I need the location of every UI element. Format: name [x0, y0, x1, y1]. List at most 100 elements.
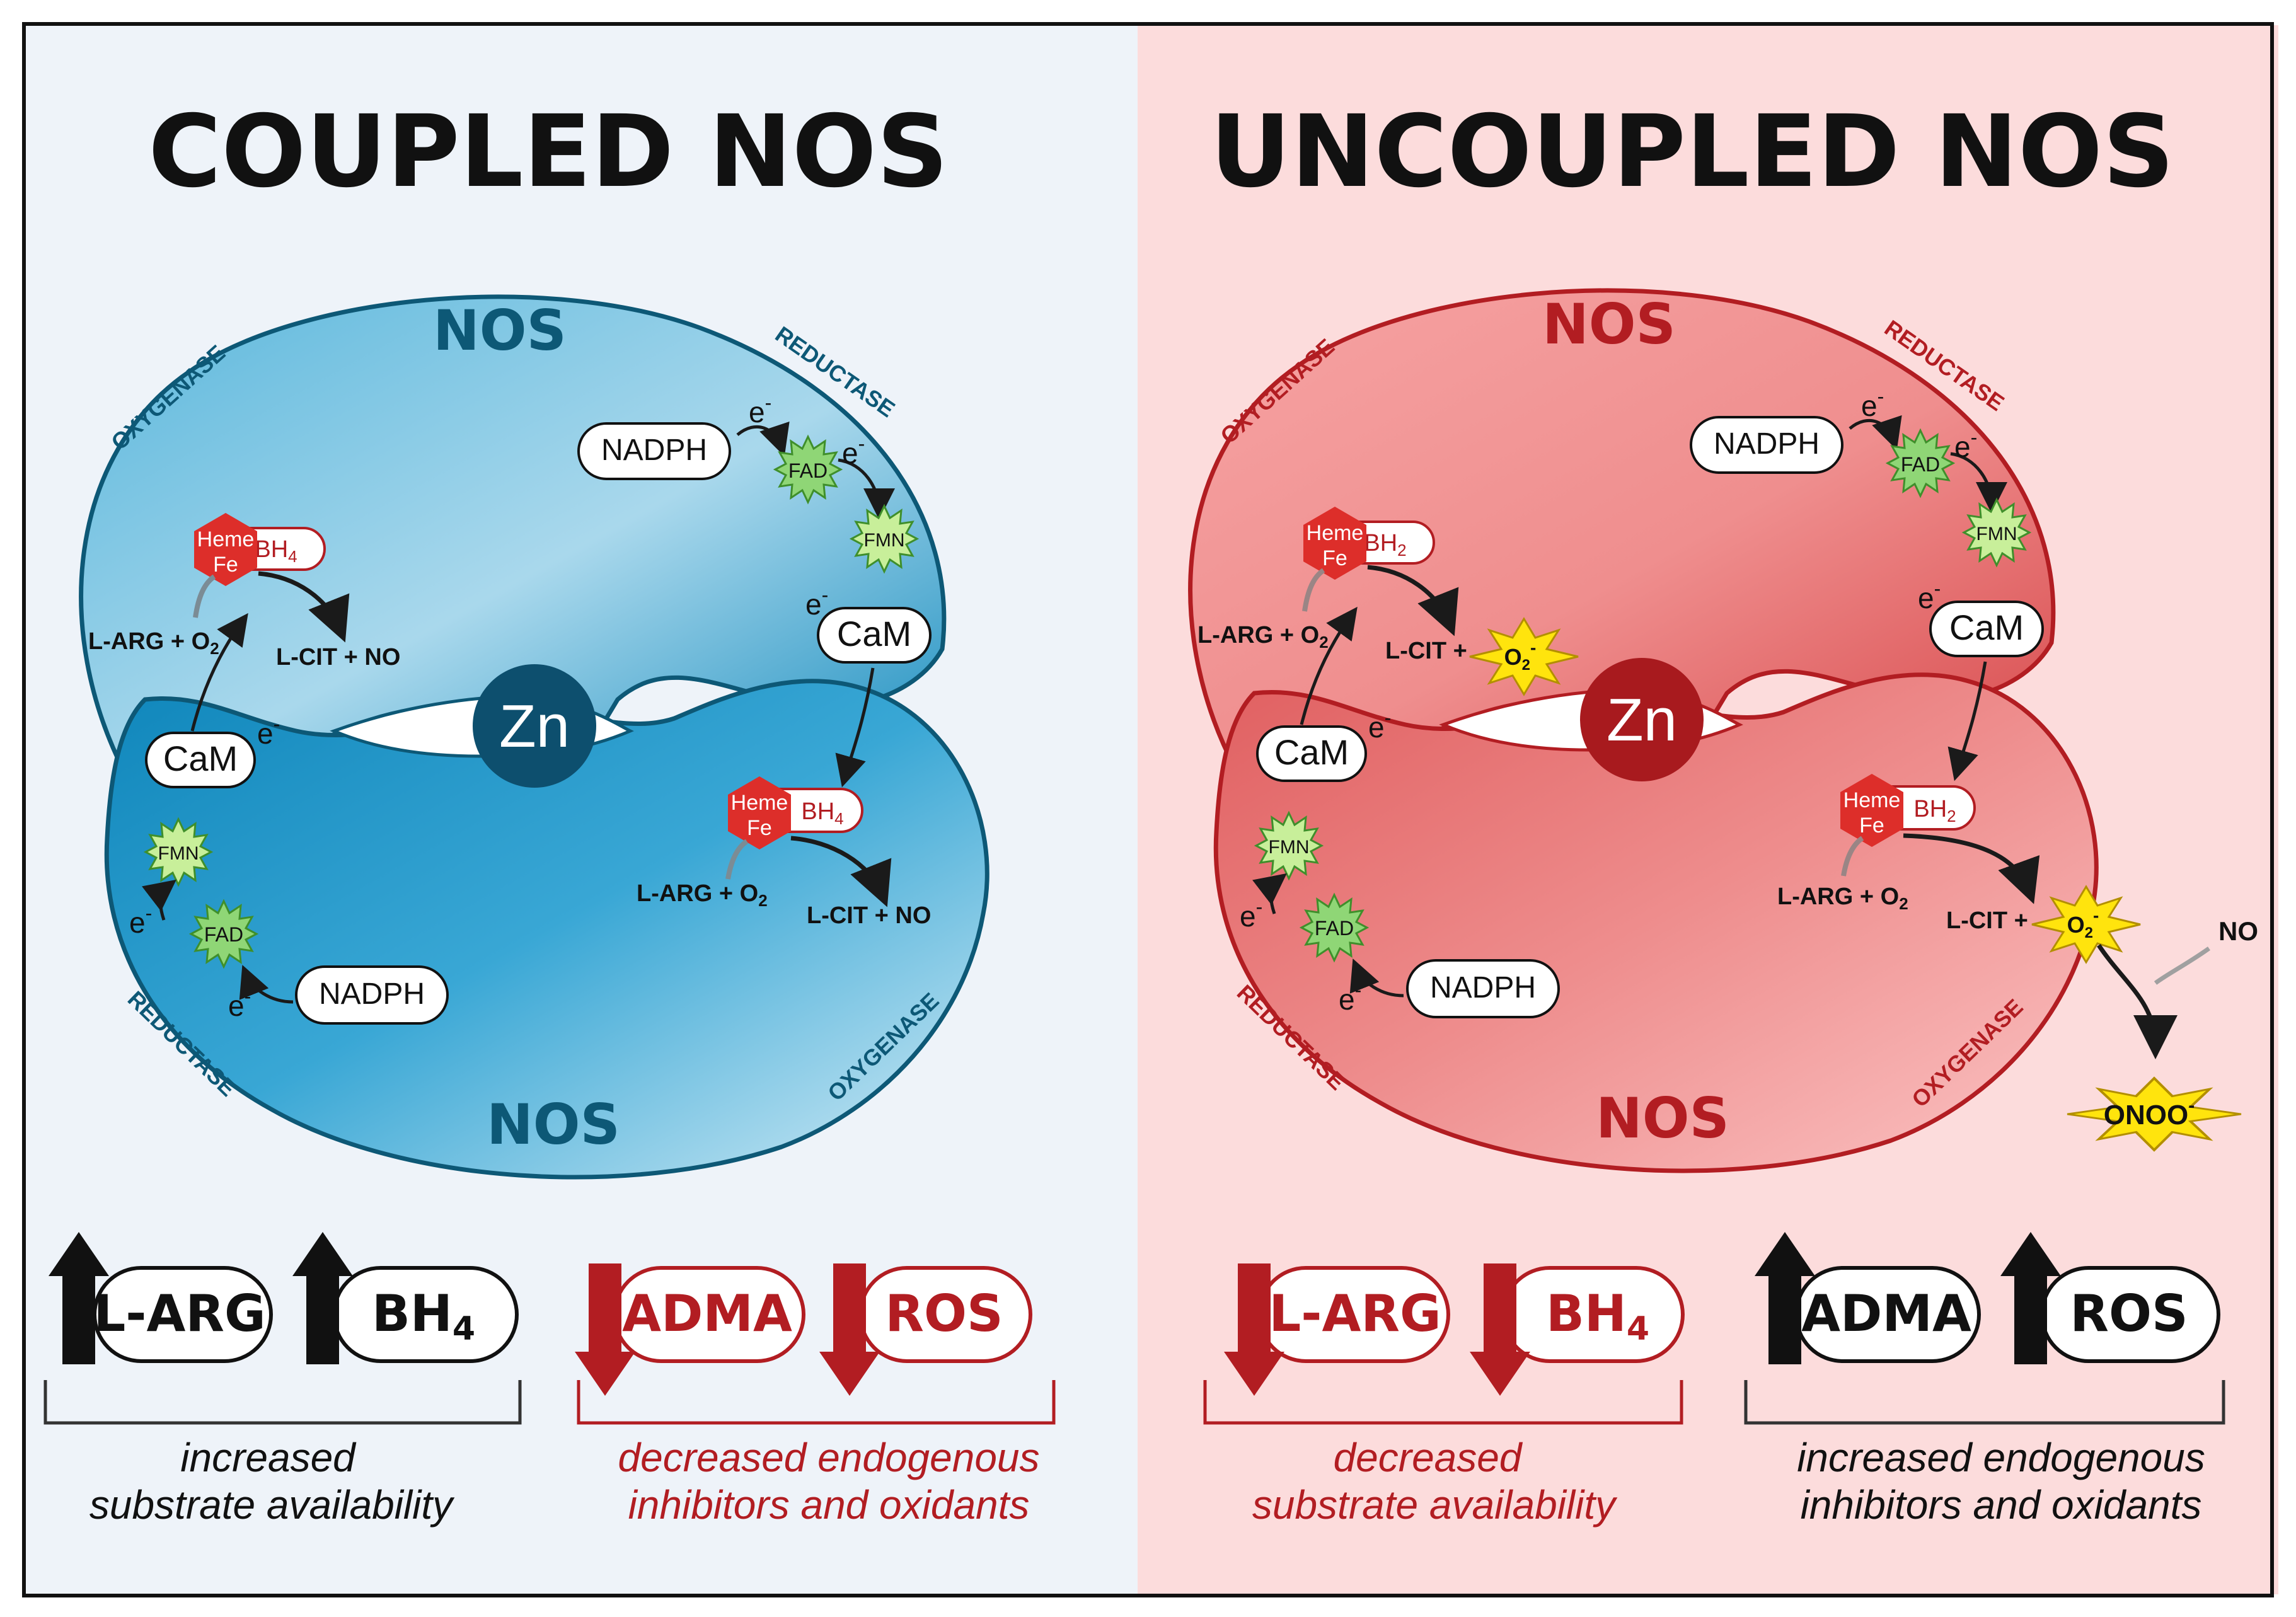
- coupled-adma-label: ADMA: [622, 1284, 792, 1343]
- uncoupled-fad-bottom-label: FAD: [1315, 917, 1354, 940]
- coupled-substrate-bottom: L-ARG + O2: [637, 880, 768, 910]
- uncoupled-product-bottom: L-CIT +: [1946, 907, 2028, 934]
- uncoupled-superoxide-top-label: O2-: [1504, 638, 1537, 674]
- coupled-cam-to-heme-top-arrow: [190, 613, 248, 732]
- uncoupled-ros-label: ROS: [2070, 1284, 2188, 1343]
- coupled-substrate-bracket: [43, 1380, 522, 1425]
- uncoupled-nadph-top-label: NADPH: [1714, 427, 1820, 461]
- uncoupled-electron-6: e-: [1339, 979, 1361, 1016]
- uncoupled-product-top: L-CIT +: [1385, 638, 1467, 664]
- coupled-heme-top-line1: Heme: [197, 527, 255, 551]
- uncoupled-nadph-bottom-label: NADPH: [1430, 971, 1536, 1004]
- coupled-fmn-bottom-label: FMN: [158, 843, 199, 864]
- coupled-fad-bottom-label: FAD: [204, 923, 243, 946]
- coupled-electron-3: e-: [805, 584, 828, 621]
- coupled-caption-2-line2: inhibitors and oxidants: [628, 1482, 1030, 1528]
- uncoupled-cam-bottom-label: CaM: [1274, 732, 1349, 772]
- coupled-substrate-top-link: [193, 574, 216, 618]
- coupled-nadph-top: [577, 422, 731, 480]
- uncoupled-electron-2: e-: [1954, 426, 1977, 463]
- uncoupled-cam-top: [1929, 601, 2044, 657]
- uncoupled-nos-title: UNCOUPLED NOS: [1210, 94, 2174, 210]
- uncoupled-heme-top-line2: Fe: [1322, 546, 1347, 570]
- coupled-cam-to-heme-arrow: [835, 667, 875, 788]
- coupled-nos-top-label: NOS: [433, 298, 567, 363]
- uncoupled-nos-top-label: NOS: [1542, 292, 1676, 357]
- uncoupled-substrate-top-link: [1302, 568, 1325, 612]
- coupled-cam-top-label: CaM: [837, 614, 911, 653]
- uncoupled-substrate-bottom: L-ARG + O2: [1777, 883, 1908, 913]
- uncoupled-zinc-label: Zn: [1607, 686, 1677, 754]
- coupled-nadph-bottom: [295, 965, 449, 1025]
- uncoupled-nadph-top: [1690, 416, 1843, 474]
- uncoupled-indicator-bh4: BH4: [1470, 1263, 1685, 1396]
- coupled-cam-bottom-label: CaM: [163, 739, 238, 778]
- coupled-heme-bottom-line2: Fe: [747, 816, 772, 840]
- uncoupled-zinc-node: [1580, 658, 1704, 781]
- coupled-l-arg-label: L-ARG: [93, 1284, 265, 1343]
- coupled-caption-1-line2: substrate availability: [89, 1482, 455, 1528]
- uncoupled-cam-bottom: [1256, 725, 1367, 782]
- coupled-product-bottom: L-CIT + NO: [807, 902, 931, 929]
- coupled-electron-1: e-: [749, 391, 771, 429]
- uncoupled-peroxynitrite-label: ONOO-: [2104, 1095, 2195, 1131]
- uncoupled-electron-3: e-: [1918, 577, 1941, 614]
- coupled-substrate-bottom-link: [725, 839, 749, 880]
- uncoupled-inhibitor-bracket: [1744, 1380, 2225, 1425]
- uncoupled-nadph-bottom: [1406, 959, 1560, 1018]
- uncoupled-cam-to-heme-top-arrow: [1300, 606, 1358, 725]
- uncoupled-indicator-ros: ROS: [2000, 1232, 2220, 1364]
- coupled-zinc-node: [473, 664, 596, 788]
- coupled-e-arrow-2: [838, 458, 895, 520]
- coupled-substrate-top: L-ARG + O2: [88, 628, 219, 658]
- coupled-electron-6: e-: [228, 985, 251, 1022]
- uncoupled-cam-top-label: CaM: [1949, 607, 2024, 647]
- uncoupled-bh4-label: BH4: [1546, 1284, 1649, 1348]
- coupled-fmn-top-label: FMN: [864, 530, 905, 551]
- uncoupled-bh2-bottom-label: BH2: [1913, 796, 1956, 826]
- uncoupled-heme-bottom-line2: Fe: [1859, 814, 1884, 837]
- uncoupled-substrate-bottom-link: [1841, 836, 1864, 877]
- coupled-bh4-label: BH4: [372, 1284, 475, 1348]
- uncoupled-indicator-adma: ADMA: [1755, 1232, 1981, 1364]
- coupled-e-arrow-5: [142, 879, 176, 921]
- uncoupled-no-link: [2154, 947, 2211, 985]
- coupled-e-arrow-6: [239, 965, 294, 1004]
- coupled-caption-1-line1: increased: [180, 1435, 357, 1480]
- coupled-bh4-top-label: BH4: [255, 536, 297, 566]
- coupled-heme-to-product-bottom-arrow: [790, 836, 892, 907]
- coupled-heme-top-line2: Fe: [213, 553, 238, 577]
- uncoupled-fmn-top-label: FMN: [1976, 524, 2017, 544]
- coupled-indicator-ros: ROS: [819, 1263, 1032, 1396]
- coupled-nos-bottom-label: NOS: [487, 1092, 620, 1157]
- coupled-indicator-adma: ADMA: [575, 1263, 805, 1396]
- uncoupled-nos-bottom-label: NOS: [1596, 1086, 1729, 1151]
- uncoupled-heme-top-line1: Heme: [1307, 521, 1364, 545]
- coupled-ros-label: ROS: [885, 1284, 1003, 1343]
- coupled-nadph-top-label: NADPH: [601, 434, 707, 467]
- coupled-inhibitor-bracket: [577, 1380, 1056, 1425]
- coupled-zinc-label: Zn: [499, 693, 570, 760]
- uncoupled-indicator-l-arg: L-ARG: [1224, 1263, 1450, 1396]
- coupled-product-top: L-CIT + NO: [276, 644, 400, 670]
- uncoupled-substrate-bracket: [1203, 1380, 1683, 1425]
- uncoupled-electron-5: e-: [1240, 895, 1262, 933]
- uncoupled-bh2-top-label: BH2: [1364, 530, 1406, 560]
- uncoupled-l-arg-label: L-ARG: [1269, 1284, 1441, 1343]
- uncoupled-electron-1: e-: [1861, 385, 1884, 422]
- uncoupled-nos-dimer: Zn NOS NOS OXYGENASE REDUCTASE REDUCTASE…: [1188, 288, 2258, 1173]
- uncoupled-caption-2-line2: inhibitors and oxidants: [1801, 1482, 2202, 1528]
- uncoupled-heme-bottom-line1: Heme: [1843, 788, 1901, 812]
- coupled-heme-bottom-line1: Heme: [731, 791, 788, 815]
- uncoupled-e-arrow-2: [1950, 452, 2007, 514]
- uncoupled-fmn-bottom-label: FMN: [1269, 837, 1310, 858]
- figure-border: [22, 22, 2274, 1597]
- coupled-nos-dimer: Zn NOS NOS OXYGENASE REDUCTASE REDUCTASE…: [79, 294, 989, 1180]
- coupled-e-arrow-1: [736, 421, 790, 457]
- coupled-heme-to-product-top-arrow: [258, 571, 350, 643]
- coupled-cam-bottom: [145, 732, 256, 788]
- uncoupled-caption-1-line1: decreased: [1334, 1435, 1523, 1480]
- uncoupled-electron-4: e-: [1368, 706, 1391, 744]
- coupled-electron-2: e-: [842, 432, 865, 469]
